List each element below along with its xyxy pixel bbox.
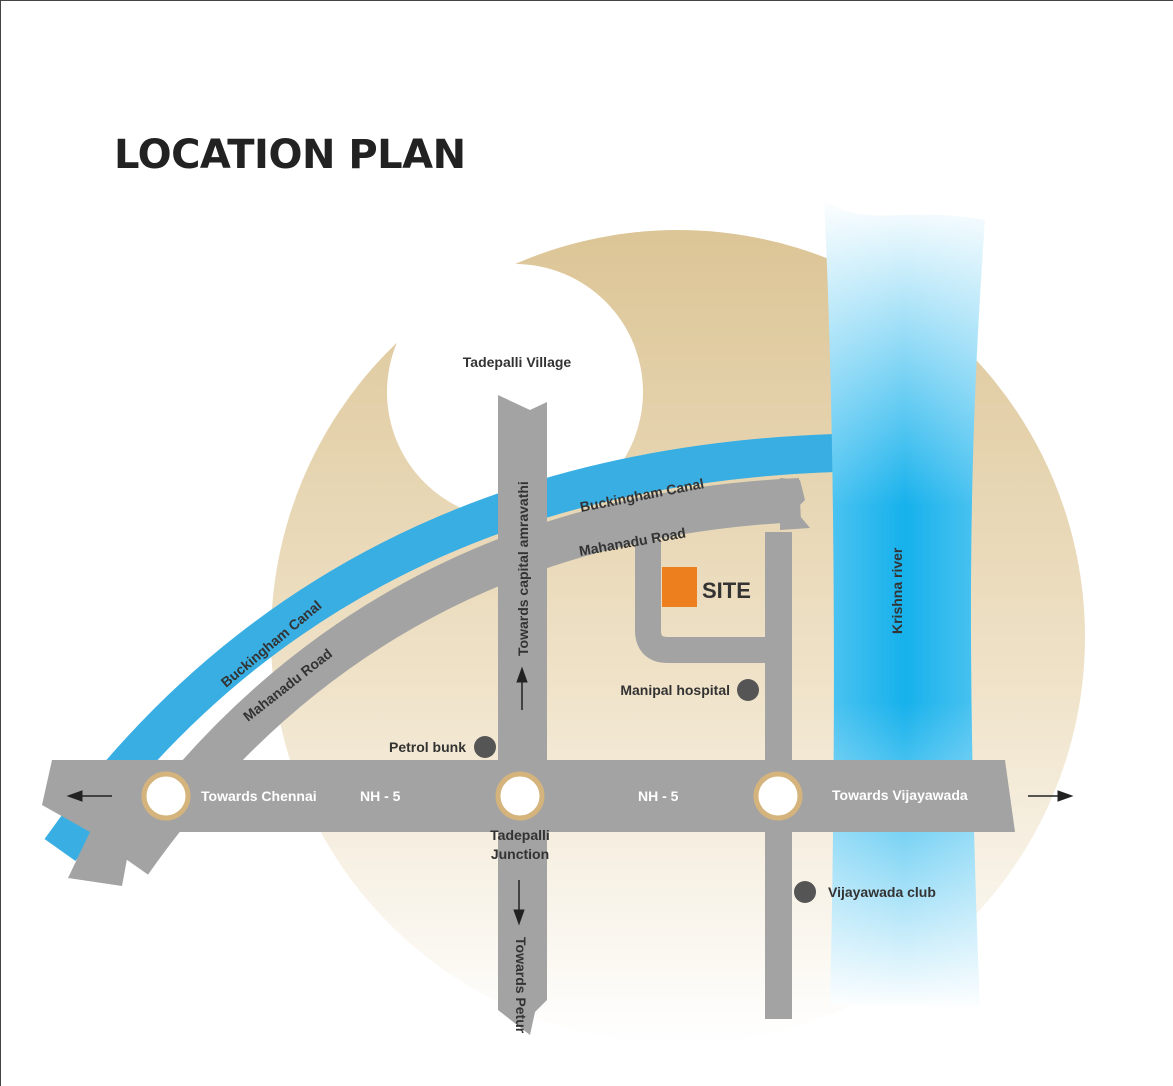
tadepalli-junction-label-line1: Tadepalli — [490, 827, 550, 843]
arrow-down-icon — [513, 880, 525, 926]
petrol-bunk-dot — [474, 736, 496, 758]
nh5-left-label: NH - 5 — [360, 788, 401, 804]
tadepalli-village-label: Tadepalli Village — [463, 354, 572, 370]
krishna-river-label: Krishna river — [889, 547, 905, 634]
arrow-left-icon — [66, 790, 112, 802]
petrol-bunk-label: Petrol bunk — [389, 739, 466, 755]
arrow-right-icon — [1028, 790, 1074, 802]
towards-petur-label: Towards Petur — [513, 937, 529, 1034]
petur-road — [498, 820, 547, 1035]
towards-amravathi-label: Towards capital amravathi — [515, 481, 531, 656]
junction-tadepalli — [495, 771, 545, 821]
manipal-hospital-label: Manipal hospital — [620, 682, 730, 698]
junction-vijayawada — [753, 771, 803, 821]
site-label: SITE — [702, 578, 751, 603]
arrow-up-icon — [516, 666, 528, 710]
tadepalli-village-area — [387, 264, 643, 520]
amravathi-road — [498, 395, 547, 770]
mahanadu-road-end-notch — [780, 478, 810, 530]
manipal-hospital-dot — [737, 679, 759, 701]
buckingham-canal — [44, 434, 836, 862]
site-access-road — [635, 540, 778, 663]
site-marker — [662, 567, 697, 607]
nh5-right-label: NH - 5 — [638, 788, 679, 804]
towards-chennai-label: Towards Chennai — [201, 788, 317, 804]
tadepalli-junction-label-line2: Junction — [491, 846, 549, 862]
vijayawada-club-label: Vijayawada club — [828, 884, 936, 900]
junction-chennai — [141, 771, 191, 821]
vijayawada-club-dot — [794, 881, 816, 903]
map-title: LOCATION PLAN — [114, 132, 466, 178]
towards-vijayawada-label: Towards Vijayawada — [832, 787, 968, 803]
